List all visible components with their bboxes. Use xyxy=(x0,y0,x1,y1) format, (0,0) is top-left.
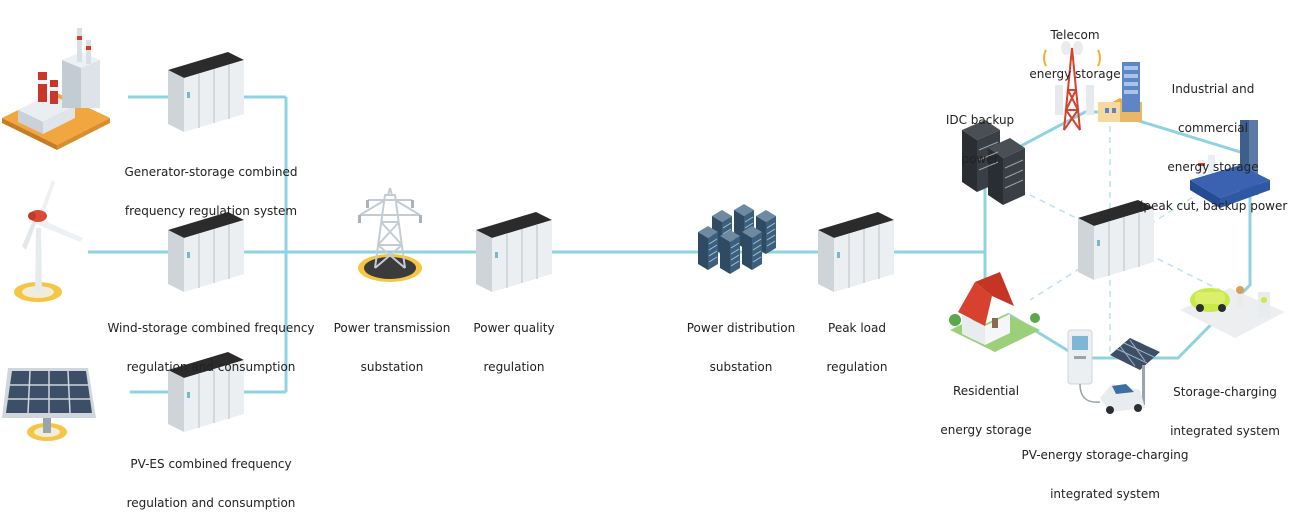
label-line: regulation xyxy=(483,360,545,374)
factory-icon xyxy=(1190,120,1270,208)
label-residential: Residential energy storage xyxy=(930,359,1042,450)
label-line: regulation and consumption xyxy=(126,496,296,510)
label-line: Power quality xyxy=(473,321,555,335)
label-line: (peak cut, backup power xyxy=(1138,199,1288,213)
solar-panel-icon xyxy=(2,368,96,441)
telecom-tower-icon xyxy=(1043,41,1101,131)
pv-carport-icon xyxy=(1067,329,1160,414)
label-line: Generator-storage combined xyxy=(124,165,298,179)
label-line: PV-energy storage-charging xyxy=(1021,448,1189,462)
house-icon xyxy=(949,272,1040,352)
label-line: Telecom xyxy=(1050,28,1100,42)
label-line: regulation xyxy=(826,360,888,374)
storage-cabinet-power-quality xyxy=(475,211,553,293)
label-line: integrated system xyxy=(1170,424,1280,438)
label-idc-backup: IDC backup power xyxy=(935,88,1025,179)
label-line: regulation and consumption xyxy=(126,360,296,374)
wind-turbine-icon xyxy=(14,180,83,302)
label-power-distribution: Power distribution substation xyxy=(674,296,808,387)
idc-server-icon xyxy=(962,120,1025,205)
label-line: commercial xyxy=(1178,121,1248,135)
label-line: PV-ES combined frequency xyxy=(130,457,292,471)
label-line: Storage-charging xyxy=(1173,385,1277,399)
label-line: energy storage xyxy=(1029,67,1121,81)
label-line: power xyxy=(961,152,999,166)
energy-storage-application-diagram xyxy=(2,28,1285,441)
label-industrial-commercial: Industrial and commercial energy storage… xyxy=(1138,57,1288,226)
label-line: energy storage xyxy=(940,423,1032,437)
label-line: frequency regulation system xyxy=(124,204,298,218)
label-peak-load: Peak load regulation xyxy=(812,296,902,387)
label-line: IDC backup xyxy=(945,113,1015,127)
label-line: Industrial and xyxy=(1171,82,1255,96)
label-power-transmission: Power transmission substation xyxy=(325,296,459,387)
label-line: substation xyxy=(360,360,424,374)
label-power-quality: Power quality regulation xyxy=(464,296,564,387)
label-line: Residential xyxy=(952,384,1020,398)
label-generator-storage: Generator-storage combined frequency reg… xyxy=(118,140,304,231)
label-wind-storage: Wind-storage combined frequency regulati… xyxy=(100,296,322,387)
ev-charging-station-icon xyxy=(1180,286,1285,338)
label-pv-storage-charging: PV-energy storage-charging integrated sy… xyxy=(1005,423,1205,514)
label-line: Power transmission xyxy=(333,321,451,335)
label-line: Wind-storage combined frequency xyxy=(107,321,315,335)
label-pv-es: PV-ES combined frequency regulation and … xyxy=(118,432,304,523)
label-line: Power distribution xyxy=(686,321,796,335)
storage-cabinet-generator xyxy=(167,51,245,133)
storage-cabinet-peak-load xyxy=(817,211,895,293)
power-plant-icon xyxy=(2,28,110,150)
server-rack-cluster-icon xyxy=(697,203,777,275)
label-line: integrated system xyxy=(1050,487,1160,501)
label-line: Peak load xyxy=(828,321,886,335)
transmission-tower-icon xyxy=(358,187,422,282)
label-storage-charging: Storage-charging integrated system xyxy=(1162,360,1288,451)
label-line: energy storage xyxy=(1167,160,1259,174)
industrial-building-icon xyxy=(1098,62,1142,122)
label-line: substation xyxy=(709,360,773,374)
label-telecom: Telecom energy storage xyxy=(1020,3,1130,94)
